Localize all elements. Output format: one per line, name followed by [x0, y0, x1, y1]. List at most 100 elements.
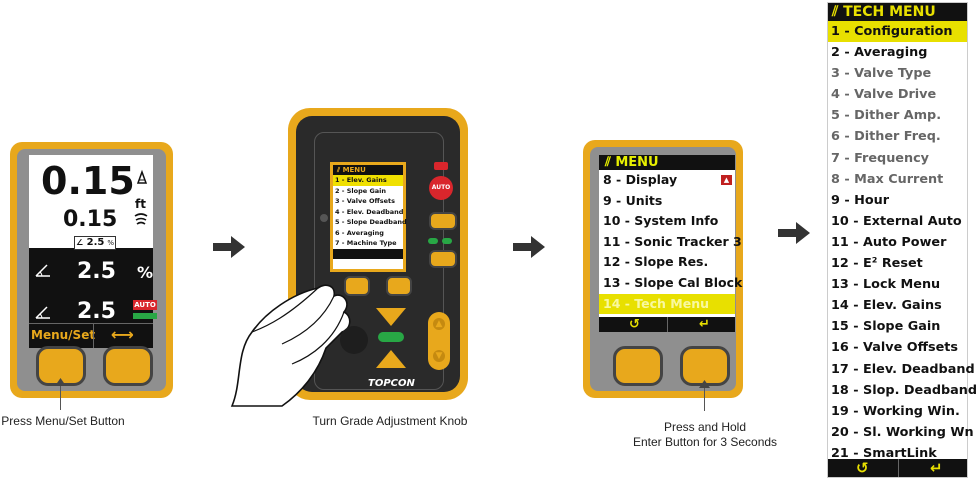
pointer-arrowhead-icon [55, 378, 66, 386]
tech-menu-item[interactable]: 5 - Dither Amp. [831, 108, 942, 124]
slope-angle-icon [35, 264, 50, 277]
menu-title-text: MENU [615, 155, 659, 170]
tech-menu-item[interactable]: 17 - Elev. Deadband [831, 361, 975, 377]
tech-menu-item[interactable]: 9 - Hour [831, 192, 890, 208]
caption-step1: Press Menu/Set Button [1, 414, 125, 428]
controller-menu-item[interactable]: 7 - Machine Type [335, 239, 397, 247]
controller-menu-title-text: MENU [342, 166, 366, 174]
softkey-bar: Menu/Set ⟷ [29, 323, 153, 348]
right-softkey-button[interactable] [386, 276, 412, 296]
caption-step3-line1: Press and Hold [663, 420, 747, 434]
topcon-logo-icon: ⫽ [605, 155, 611, 170]
grade-arrows [376, 308, 406, 368]
controller-menu-item[interactable]: 6 - Averaging [335, 228, 384, 237]
slope-setpoint-box: ∠ 2.5% [74, 236, 116, 250]
tech-menu-item[interactable]: 10 - External Auto [831, 213, 962, 229]
tech-menu-item[interactable]: 12 - E² Reset [831, 256, 923, 272]
unit-label: ft [135, 197, 146, 211]
topcon-logo-icon: ⫽ [337, 166, 341, 174]
tech-menu-title-text: TECH MENU [843, 4, 936, 20]
menu-screen: ⫽ MENU ▲ 8 - Display 9 - Units 10 - System… [599, 155, 743, 332]
green-led [442, 238, 452, 244]
green-indicator [133, 313, 157, 319]
enter-icon[interactable]: ↵ [699, 317, 710, 332]
up-arrow-icon: ▲ [433, 318, 445, 330]
tech-menu-list: 1 - Configuration 2 - Averaging 3 - Valve … [828, 21, 977, 464]
menu-list: 8 - Display 9 - Units 10 - System Info 11 -… [599, 170, 743, 315]
tech-menu-item[interactable]: 6 - Dither Freq. [831, 129, 941, 145]
caption-step2: Turn Grade Adjustment Knob [312, 414, 468, 428]
menu-softkey-bar: ↺ ↵ [599, 317, 735, 332]
down-arrow-icon [376, 308, 406, 326]
tech-menu-item[interactable]: 11 - Auto Power [831, 234, 947, 250]
tech-menu-item[interactable]: 2 - Averaging [831, 45, 928, 61]
left-right-arrow-icon: ⟷ [111, 325, 134, 344]
topcon-logo-icon: ⫽ [832, 4, 839, 20]
tech-softkey-bar: ↺ ↵ [828, 459, 967, 477]
tech-menu-item[interactable]: 15 - Slope Gain [831, 319, 941, 335]
down-arrow-icon: ▼ [433, 350, 445, 362]
controller-menu-item[interactable]: 4 - Elev. Deadband [335, 207, 404, 216]
tech-menu-item[interactable]: 16 - Valve Offsets [831, 340, 959, 356]
tech-menu-item[interactable]: 21 - SmartLink [831, 445, 937, 461]
controller-softkey-bar [333, 248, 403, 259]
arrow-button[interactable] [103, 346, 153, 386]
main-elevation-value: 0.15 [41, 159, 135, 203]
softkey-divider [898, 459, 899, 477]
caption-step3: Press and Hold Enter Button for 3 Second… [620, 420, 790, 450]
left-softkey-button[interactable] [344, 276, 370, 296]
enter-icon[interactable]: ↵ [930, 459, 943, 477]
menu-item[interactable]: 10 - System Info [603, 213, 719, 229]
controller-menu-item[interactable]: 1 - Elev. Gains [333, 175, 403, 186]
sensor-dot [320, 214, 328, 222]
side-button[interactable] [429, 212, 457, 230]
back-icon[interactable]: ↺ [856, 459, 869, 477]
side-button[interactable] [429, 250, 457, 268]
controller-menu-item[interactable]: 5 - Slope Deadband [335, 218, 407, 226]
manual-updown-button[interactable]: ▲ ▼ [428, 312, 450, 370]
menu-item[interactable]: 12 - Slope Res. [603, 254, 709, 270]
tech-menu-item[interactable]: 14 - Elev. Gains [831, 298, 942, 314]
back-icon[interactable]: ↺ [629, 317, 640, 332]
tech-menu-item[interactable]: 7 - Frequency [831, 150, 930, 166]
slope-setpoint-unit: % [107, 239, 115, 247]
controller-menu-item[interactable]: 2 - Slope Gain [335, 186, 387, 195]
auto-button[interactable]: AUTO [429, 176, 453, 200]
tech-menu-item[interactable]: 20 - Sl. Working Wn [831, 424, 974, 440]
slope-value-2: 2.5 [77, 299, 116, 324]
tech-menu-item[interactable]: 8 - Max Current [831, 171, 944, 187]
power-indicator [434, 162, 448, 170]
controller-menu-item[interactable]: 3 - Valve Offsets [335, 197, 395, 205]
display-screen: 0.15 ft 0.15 ∠ 2.5% 2.5 % 2.5 AUTO [29, 155, 157, 348]
pointer-line [60, 380, 61, 410]
tech-menu-item[interactable]: 1 - Configuration [828, 21, 967, 43]
tech-menu-item[interactable]: 13 - Lock Menu [831, 277, 941, 293]
slope-value-1: 2.5 [77, 259, 116, 284]
tech-menu-item[interactable]: 4 - Valve Drive [831, 87, 937, 103]
tech-menu-item[interactable]: 19 - Working Win. [831, 403, 960, 419]
tech-menu-item[interactable]: 18 - Slop. Deadband [831, 382, 977, 398]
slope-angle-icon: ∠ [75, 238, 84, 247]
next-step-arrow-icon [778, 222, 810, 244]
tech-menu-title: ⫽ TECH MENU [828, 3, 967, 21]
secondary-elevation-value: 0.15 [63, 207, 118, 232]
menu-item[interactable]: 11 - Sonic Tracker 3 [603, 233, 742, 249]
next-step-arrow-icon [513, 236, 545, 258]
sonic-icon [134, 213, 148, 225]
caption-step3-line2: Enter Button for 3 Seconds [632, 435, 778, 449]
menu-display-unit: ⫽ MENU ▲ 8 - Display 9 - Units 10 - System… [583, 140, 743, 398]
tech-menu-item[interactable]: 3 - Valve Type [831, 66, 932, 82]
softkey-divider [667, 317, 668, 332]
menu-item[interactable]: 13 - Slope Cal Block [603, 274, 743, 290]
tech-menu-screen: ⫽ TECH MENU 1 - Configuration 2 - Averagi… [827, 2, 977, 478]
menu-title: ⫽ MENU [599, 155, 735, 170]
slope-setpoint-value: 2.5 [86, 237, 105, 248]
hand-illustration [230, 284, 368, 407]
menu-item[interactable]: 14 - Tech Menu [599, 293, 735, 315]
scroll-up-icon[interactable]: ▲ [721, 175, 732, 185]
menu-item[interactable]: 9 - Units [603, 192, 663, 208]
menu-item[interactable]: 8 - Display [603, 172, 678, 187]
left-softkey-button[interactable] [613, 346, 663, 386]
